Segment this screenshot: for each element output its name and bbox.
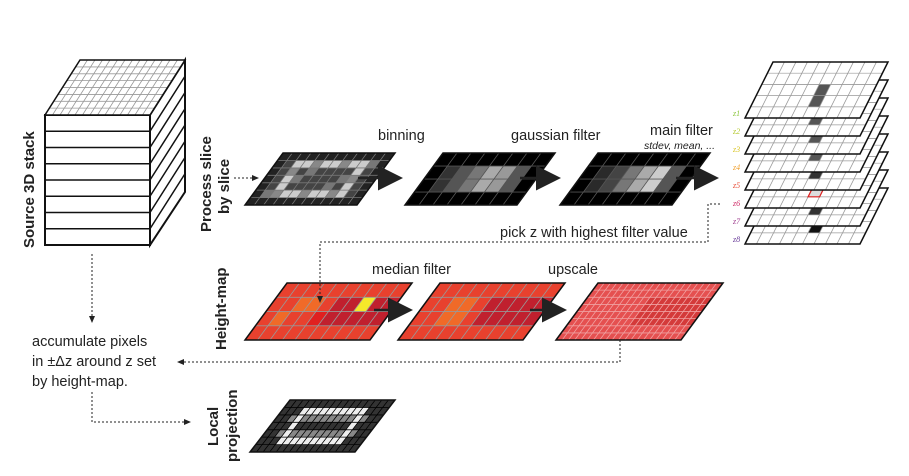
label-upscale: upscale	[548, 262, 598, 278]
label-local-1: Local	[205, 407, 222, 446]
label-pick: pick z with highest filter value	[500, 225, 688, 241]
local-projection	[248, 399, 397, 453]
z-label: z2	[732, 127, 740, 136]
z-label: z7	[732, 217, 741, 226]
z-label: z8	[732, 235, 740, 244]
filter-slice-1	[743, 61, 890, 119]
dotted-arrow-pick	[317, 203, 720, 303]
label-process-2: by slice	[216, 159, 233, 214]
source-3d-stack	[44, 56, 186, 249]
gaussian-slice	[558, 152, 712, 206]
label-source-stack: Source 3D stack	[21, 131, 38, 248]
height-map-upscaled	[554, 282, 725, 341]
dotted-arrow-to-projection	[91, 392, 191, 425]
label-accumulate-1: accumulate pixels	[32, 334, 147, 350]
label-local-2: projection	[224, 389, 241, 462]
label-height-map: Height-map	[213, 268, 230, 351]
height-map-raw	[243, 282, 414, 341]
label-accumulate-2: in ±Δz around z set	[32, 354, 156, 370]
raw-slice	[243, 152, 397, 206]
label-main-filter: main filter	[650, 123, 713, 139]
z-label: z6	[732, 199, 740, 208]
z-label: z4	[732, 163, 740, 172]
z-label: z5	[732, 181, 740, 190]
stack-top-face	[43, 59, 187, 116]
label-accumulate-3: by height-map.	[32, 374, 128, 390]
label-process-1: Process slice	[198, 136, 215, 232]
label-main-filter-sub: stdev, mean, ...	[644, 140, 715, 152]
dotted-arrow-heightmap-back	[177, 340, 621, 365]
label-gaussian: gaussian filter	[511, 128, 601, 144]
label-median: median filter	[372, 262, 451, 278]
height-map-median	[396, 282, 567, 341]
label-binning: binning	[378, 128, 425, 144]
z-label: z1	[732, 109, 740, 118]
binned-slice	[403, 152, 557, 206]
z-label: z3	[732, 145, 740, 154]
